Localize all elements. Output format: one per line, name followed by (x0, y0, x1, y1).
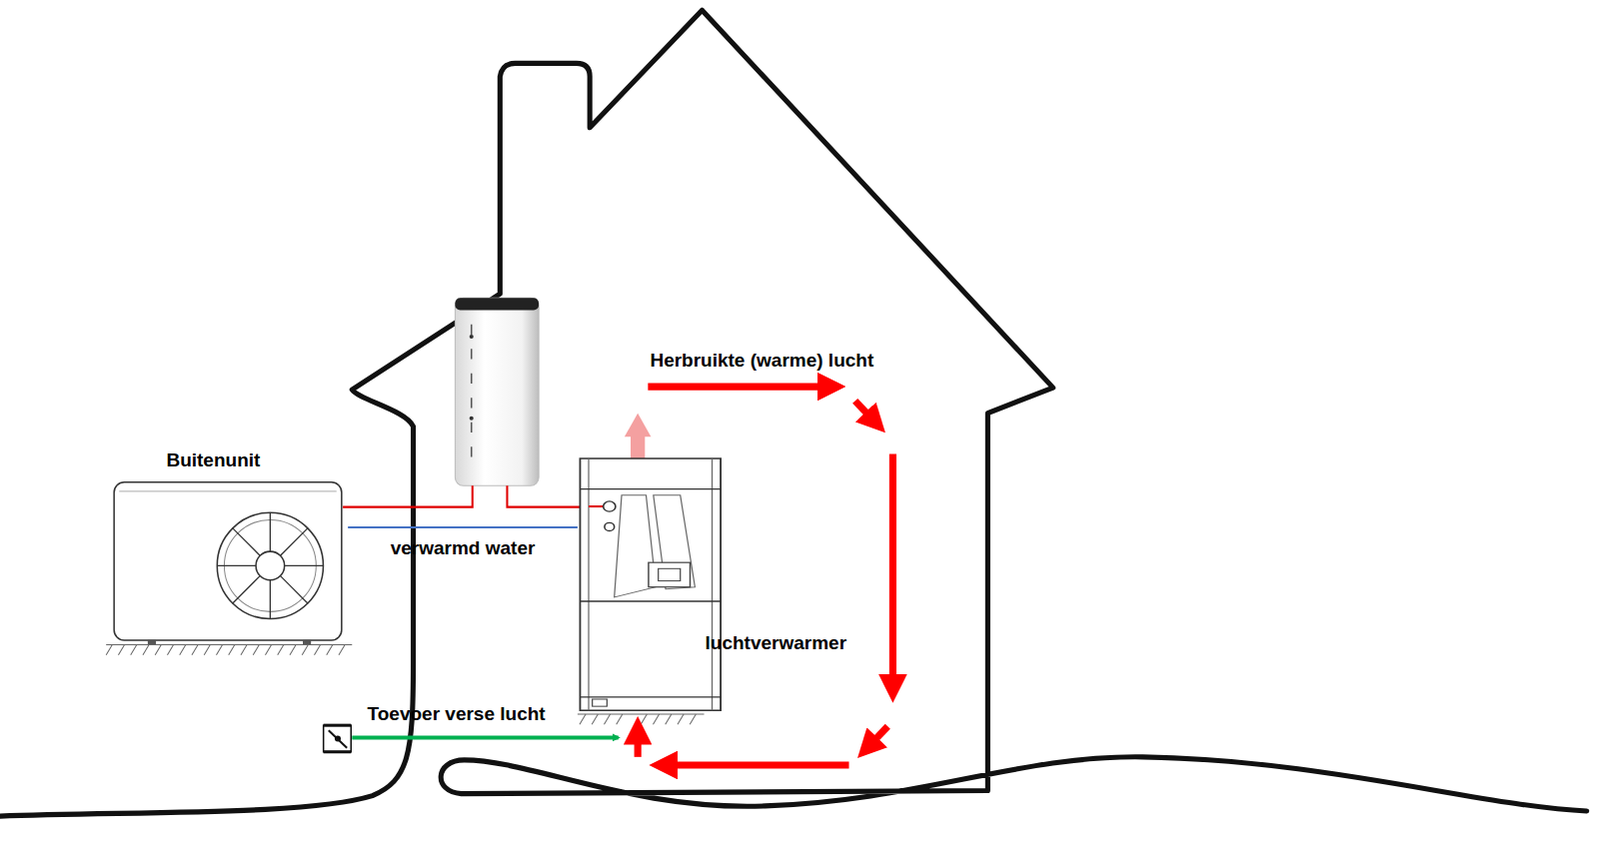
outdoor-unit-shape (106, 448, 348, 649)
air-flow-label: Herbruikte (warme) lucht (649, 349, 874, 373)
air-heater-unit-shape (577, 456, 853, 714)
storage-tank (454, 297, 539, 486)
house-outline (0, 9, 1588, 817)
air-heater-unit: luchtverwarmer (577, 456, 853, 714)
edge-label: verwarmd water (390, 537, 536, 561)
fresh-air-supply (323, 725, 619, 753)
water-pipe-connector (347, 526, 578, 529)
outdoor-unit: Buitenunit (106, 448, 348, 649)
node-label: luchtverwarmer (705, 632, 848, 656)
node-label: Buitenunit (165, 449, 260, 473)
air-supply-label: Toevoer verse lucht (367, 703, 546, 727)
hot-water-pipe (342, 485, 604, 507)
